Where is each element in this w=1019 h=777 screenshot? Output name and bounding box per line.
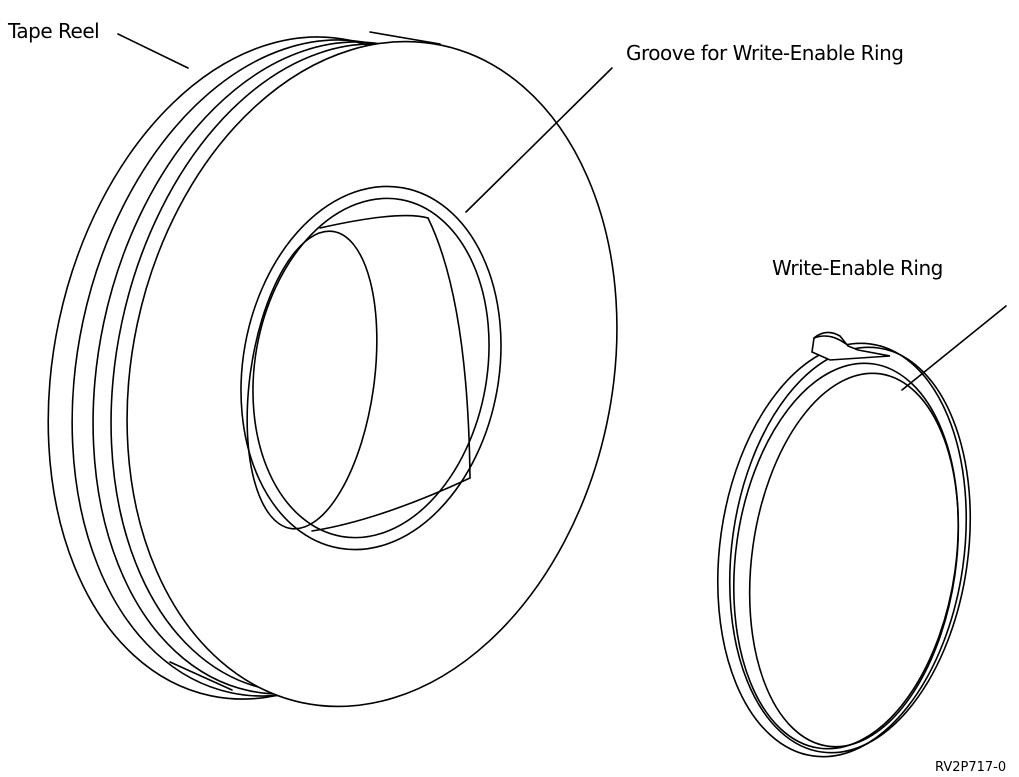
tape-reel	[0, 0, 677, 753]
label-tape-reel: Tape Reel	[7, 19, 99, 43]
ring-inner-front	[727, 360, 981, 761]
ring-outer-back	[692, 327, 992, 773]
leader-write-enable-ring	[902, 306, 1006, 390]
figure-code: RV2P717-0	[935, 760, 1006, 775]
ring-outer-front	[705, 332, 995, 769]
leader-tape-reel	[118, 34, 188, 68]
write-enable-ring	[692, 327, 995, 773]
label-write-enable-ring: Write-Enable Ring	[772, 256, 943, 280]
label-groove: Groove for Write-Enable Ring	[626, 41, 903, 65]
ring-inner-back	[710, 349, 982, 764]
